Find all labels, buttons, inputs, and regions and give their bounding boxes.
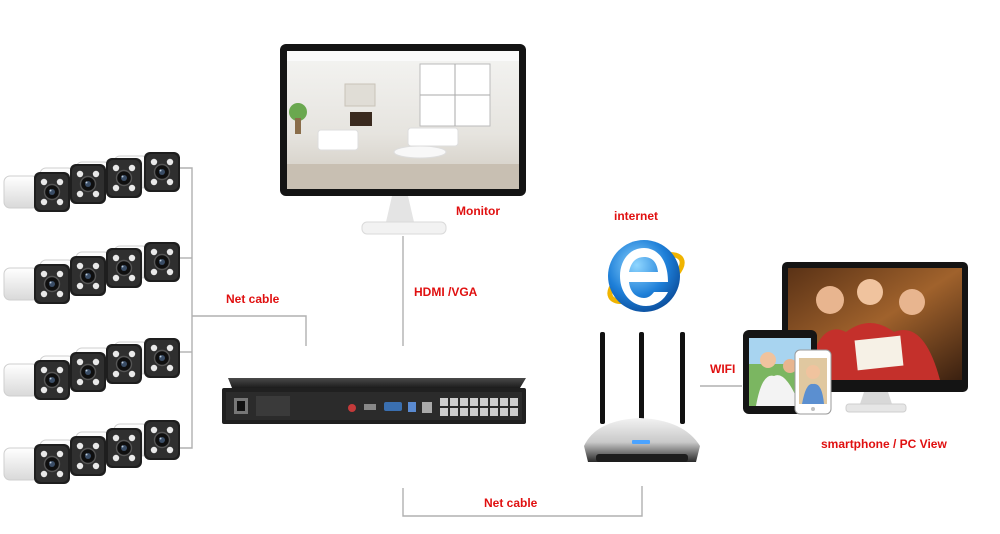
smartphone-icon <box>794 349 832 415</box>
cctv-camera-icon <box>0 443 71 485</box>
camera-bus-wire <box>178 167 193 449</box>
clients-label: smartphone / PC View <box>821 437 947 451</box>
nvr-to-router-wire <box>402 486 643 517</box>
monitor-label: Monitor <box>456 204 500 218</box>
net-cable-cameras-label: Net cable <box>226 292 280 306</box>
nvr-recorder-icon <box>222 378 526 424</box>
ie-internet-icon <box>607 240 685 312</box>
monitor-icon <box>280 44 526 235</box>
internet-label: internet <box>614 209 659 223</box>
cctv-camera-icon <box>0 263 71 305</box>
cameras-to-nvr-wire <box>192 315 307 346</box>
wires <box>178 167 742 517</box>
cctv-camera-icon <box>0 359 71 401</box>
wifi-label: WIFI <box>710 362 736 376</box>
hdmi-vga-label: HDMI /VGA <box>414 285 478 299</box>
cctv-camera-icon <box>0 171 71 213</box>
net-cable-router-label: Net cable <box>484 496 538 510</box>
wifi-router-icon <box>584 332 700 462</box>
camera-array <box>0 151 181 485</box>
